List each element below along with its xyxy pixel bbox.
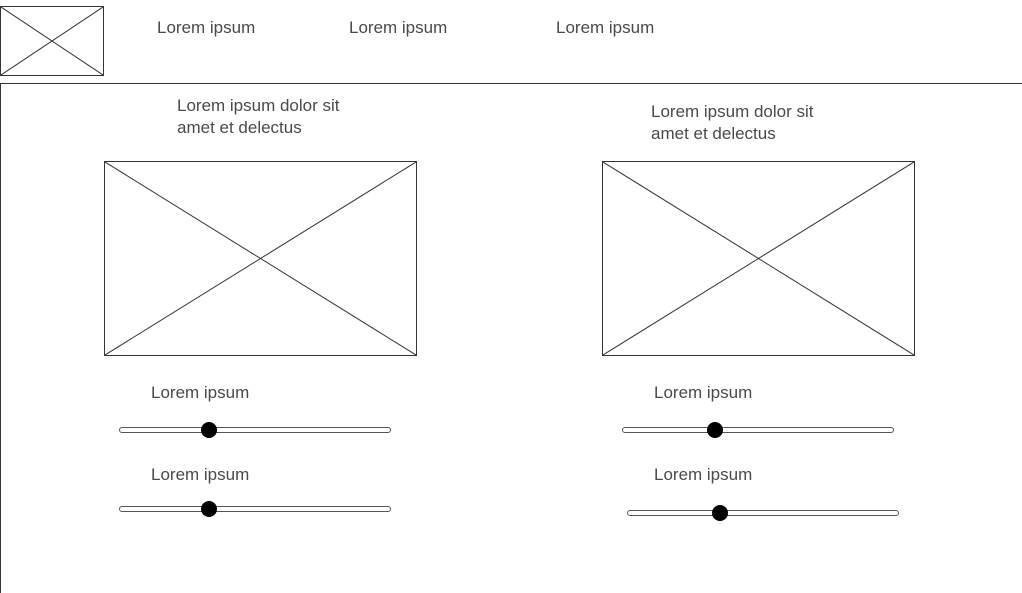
card-title-line: amet et delectus <box>651 124 776 143</box>
slider-thumb[interactable] <box>706 422 723 438</box>
header-divider <box>0 83 1022 84</box>
slider-thumb[interactable] <box>201 422 218 438</box>
card-title-line: Lorem ipsum dolor sit <box>177 96 340 115</box>
nav-link-2[interactable]: Lorem ipsum <box>349 18 448 37</box>
slider-label: Lorem ipsum <box>654 383 753 402</box>
left-border <box>0 83 1 593</box>
slider-thumb[interactable] <box>711 505 728 521</box>
image-placeholder-icon <box>1 7 103 75</box>
slider-track[interactable] <box>119 422 391 438</box>
image-placeholder-icon <box>105 162 416 355</box>
slider-track[interactable] <box>622 422 894 438</box>
nav-link-1[interactable]: Lorem ipsum <box>157 18 256 37</box>
card-title: Lorem ipsum dolor sit amet et delectus <box>177 95 437 139</box>
logo-placeholder[interactable] <box>0 6 104 76</box>
card-image-placeholder <box>602 161 915 356</box>
slider-label: Lorem ipsum <box>654 465 753 484</box>
image-placeholder-icon <box>603 162 914 355</box>
card-title: Lorem ipsum dolor sit amet et delectus <box>651 101 911 145</box>
nav-link-3[interactable]: Lorem ipsum <box>556 18 655 37</box>
slider-label: Lorem ipsum <box>151 465 250 484</box>
card-title-line: Lorem ipsum dolor sit <box>651 102 814 121</box>
slider-track[interactable] <box>119 501 391 517</box>
card-image-placeholder <box>104 161 417 356</box>
slider-label: Lorem ipsum <box>151 383 250 402</box>
slider-track[interactable] <box>627 505 899 521</box>
slider-thumb[interactable] <box>201 501 218 517</box>
card-title-line: amet et delectus <box>177 118 302 137</box>
